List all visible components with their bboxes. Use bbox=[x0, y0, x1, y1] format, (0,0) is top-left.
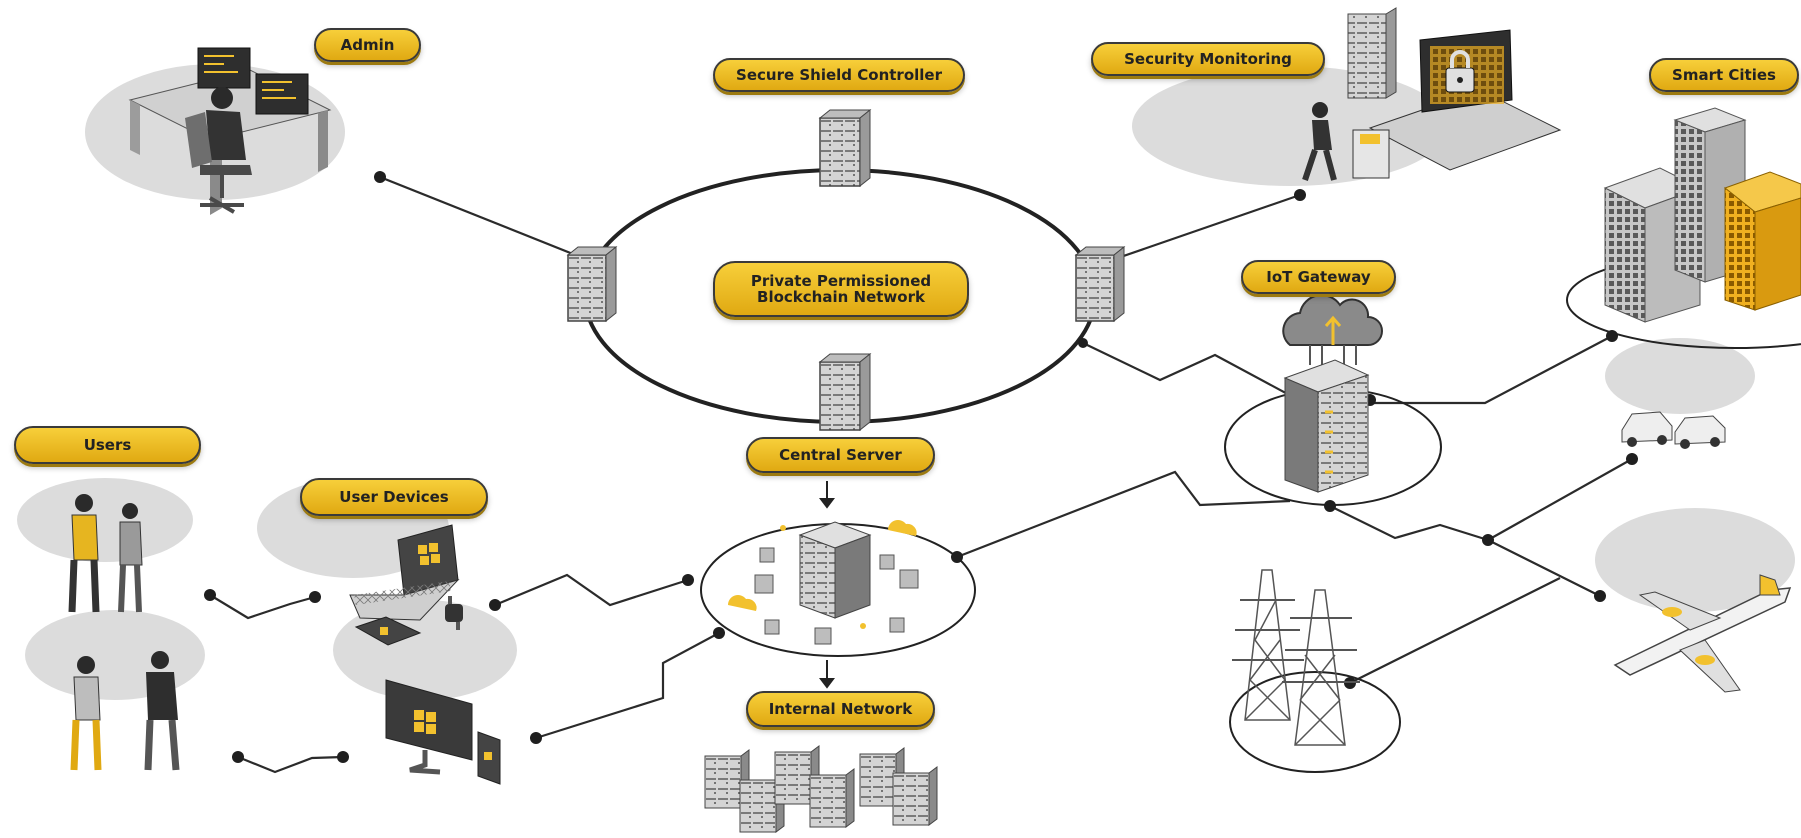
users-devices-link-1 bbox=[209, 594, 316, 620]
blockchain-network-label: Private Permissioned Blockchain Network bbox=[713, 261, 969, 317]
smartwatch-icon bbox=[445, 596, 463, 630]
tower-ring bbox=[1229, 671, 1401, 773]
iot-link bbox=[1082, 342, 1296, 399]
devices-central-link-2 bbox=[535, 632, 720, 740]
user-icon bbox=[68, 494, 180, 771]
grid-to-plane bbox=[1487, 539, 1601, 597]
internal-network-label: Internal Network bbox=[746, 691, 935, 727]
connections bbox=[209, 175, 1633, 774]
admin-link bbox=[379, 175, 599, 266]
users-devices-link-2 bbox=[237, 755, 344, 774]
monitor-icon bbox=[385, 679, 473, 775]
iot-to-grid bbox=[1329, 505, 1489, 542]
iot-to-central bbox=[956, 470, 1291, 559]
laptop-icon bbox=[349, 524, 460, 621]
power-tower-icon bbox=[1232, 569, 1360, 746]
smart-cities-link bbox=[1370, 335, 1613, 405]
iot-gateway-label: IoT Gateway bbox=[1241, 260, 1396, 294]
users-label: Users bbox=[14, 426, 201, 464]
secure-shield-controller-label: Secure Shield Controller bbox=[713, 58, 965, 92]
airplane-icon bbox=[1613, 574, 1792, 693]
central-server-label: Central Server bbox=[746, 437, 935, 473]
grid-to-tower bbox=[1349, 577, 1561, 684]
admin-workstation-icon bbox=[128, 47, 332, 215]
iot-gateway-icon bbox=[1282, 294, 1383, 493]
blockchain-node-icon bbox=[566, 108, 1126, 432]
security-monitoring-icon bbox=[1302, 7, 1562, 181]
smart-cities-label: Smart Cities bbox=[1649, 58, 1799, 92]
platforms bbox=[17, 64, 1795, 700]
smart-cities-icon bbox=[1603, 107, 1801, 323]
devices-central-link-1 bbox=[494, 573, 689, 607]
cars-icon bbox=[1621, 411, 1726, 449]
internal-network-server-icon bbox=[704, 745, 938, 833]
arrows bbox=[819, 481, 835, 689]
user-devices-label: User Devices bbox=[300, 478, 488, 516]
central-server-icon bbox=[728, 520, 919, 645]
smartphone-icon bbox=[354, 616, 422, 646]
tablet-icon bbox=[477, 731, 501, 785]
grid-to-cars bbox=[1487, 458, 1633, 541]
admin-label: Admin bbox=[314, 28, 421, 62]
security-monitoring-label: Security Monitoring bbox=[1091, 42, 1325, 76]
